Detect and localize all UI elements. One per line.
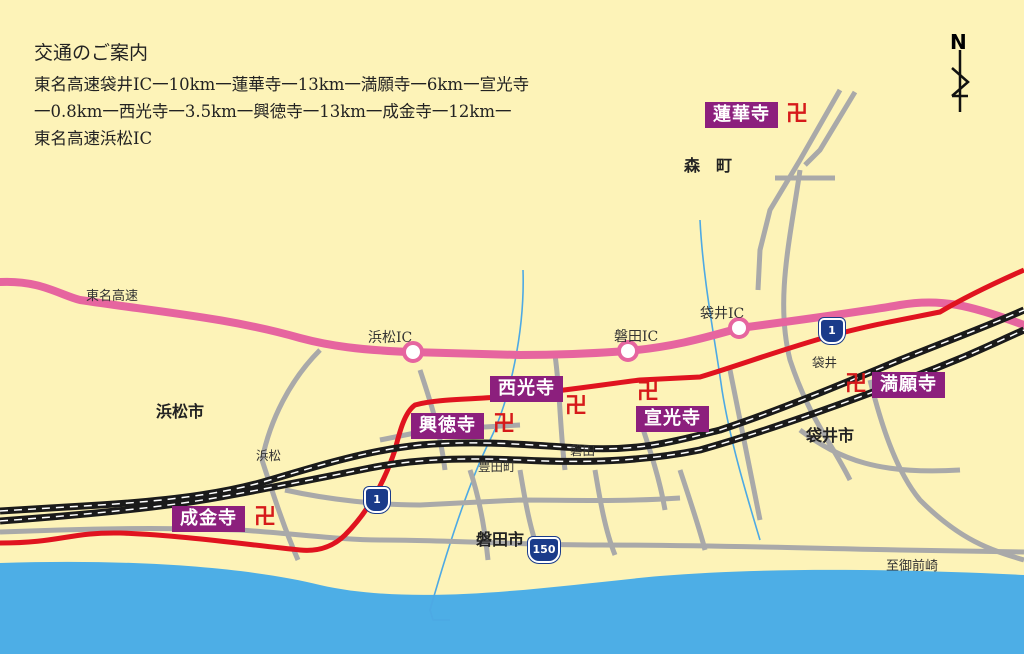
access-info: 交通のご案内 東名高速袋井IC一10km一蓮華寺一13km一満願寺一6km一宣光…	[34, 38, 529, 152]
access-line-2: 一0.8km一西光寺一3.5km一興徳寺一13km一成金寺一12km一	[34, 102, 512, 121]
ic-label-hamamatsu: 浜松IC	[368, 330, 413, 346]
temple-label-jokinji[interactable]: 成金寺	[172, 506, 245, 532]
ic-label-iwata: 磐田IC	[614, 329, 659, 345]
city-label-hamamatsu: 浜松市	[156, 402, 205, 421]
access-title: 交通のご案内	[34, 42, 149, 64]
access-line-3: 東名高速浜松IC	[34, 129, 153, 148]
temple-label-rengeji[interactable]: 蓮華寺	[705, 102, 778, 128]
route-marker-150: 150	[528, 537, 560, 563]
temple-icon: 卍	[565, 394, 588, 419]
temple-label-saikoji[interactable]: 西光寺	[490, 376, 563, 402]
temple-label-kotokuji[interactable]: 興徳寺	[411, 413, 484, 439]
route-marker-1-west: 1	[364, 487, 390, 513]
interchanges	[402, 317, 750, 363]
compass-arrow	[951, 50, 970, 112]
temple-icon: 卍	[493, 412, 516, 437]
north-label: N	[950, 30, 967, 54]
station-label-toyodacho: 豊田町	[478, 459, 516, 474]
route-marker-1-east: 1	[819, 318, 845, 344]
city-label-iwata: 磐田市	[476, 530, 525, 549]
temple-icon: 卍	[786, 102, 809, 127]
ic-label-fukuroi: 袋井IC	[700, 306, 745, 322]
expressway-line	[0, 277, 1024, 360]
temple-label-senkoji[interactable]: 宣光寺	[636, 406, 709, 432]
station-label-hamamatsu: 浜松	[256, 448, 282, 463]
station-label-fukuroi: 袋井	[812, 355, 838, 370]
city-label-mori: 森 町	[684, 156, 733, 175]
direction-omaezaki: 至御前崎	[886, 559, 939, 574]
expressway-name: 東名高速	[86, 289, 139, 304]
temple-icon: 卍	[845, 372, 868, 397]
sea	[0, 561, 1024, 654]
temple-label-manganji[interactable]: 満願寺	[872, 372, 945, 398]
national-road	[0, 267, 1024, 553]
temple-icon: 卍	[637, 380, 660, 405]
city-label-fukuroi: 袋井市	[806, 426, 855, 445]
access-line-1: 東名高速袋井IC一10km一蓮華寺一13km一満願寺一6km一宣光寺	[34, 75, 530, 94]
station-label-iwata: 磐田	[570, 443, 596, 458]
temple-icon: 卍	[254, 505, 277, 530]
